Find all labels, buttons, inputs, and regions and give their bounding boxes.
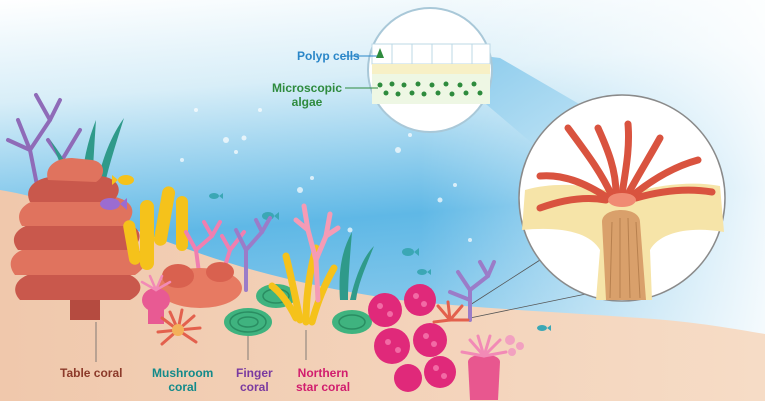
finger-text-line2: coral bbox=[239, 380, 269, 394]
pink-sea-fan bbox=[293, 203, 341, 303]
yellow-fish bbox=[112, 175, 134, 185]
orange-polyp-cluster bbox=[432, 300, 470, 324]
mushroom-text-line2: coral bbox=[168, 380, 198, 394]
microscopic-algae-label: Microscopic algae bbox=[272, 81, 342, 109]
sand-floor bbox=[0, 190, 765, 401]
table-coral-label: Table coral bbox=[60, 366, 122, 380]
polyp-closeup-inset bbox=[518, 94, 726, 302]
finger-text-line1: Finger bbox=[236, 366, 273, 380]
mushroom-coral bbox=[224, 284, 372, 336]
table-coral-text: Table coral bbox=[60, 366, 123, 380]
algae-text-line1: Microscopic bbox=[272, 81, 343, 95]
finger-coral bbox=[268, 244, 338, 326]
mushroom-text-line1: Mushroom bbox=[152, 366, 214, 380]
pink-anemone-right bbox=[460, 334, 508, 400]
yellow-tube-coral bbox=[123, 186, 188, 270]
northern-text-line1: Northern bbox=[297, 366, 349, 380]
connector-line-top bbox=[469, 259, 541, 306]
algae-text-line2: algae bbox=[291, 95, 323, 109]
microscope-inset bbox=[345, 7, 493, 133]
purple-fish bbox=[100, 198, 127, 210]
green-seaweed-middle bbox=[339, 232, 374, 300]
purple-branch-coral bbox=[234, 216, 272, 292]
pink-tufts-right bbox=[505, 335, 524, 356]
purple-sea-fan-right bbox=[448, 260, 496, 322]
northern-star-coral bbox=[368, 284, 456, 392]
pink-anemone-left bbox=[140, 274, 172, 324]
orange-coral-mound bbox=[158, 262, 242, 308]
northern-star-coral-label: Northern star coral bbox=[296, 366, 350, 394]
polyp-cells-label: Polyp cells bbox=[297, 49, 360, 63]
northern-text-line2: star coral bbox=[296, 380, 351, 394]
bubbles bbox=[180, 108, 472, 242]
label-pointers bbox=[95, 322, 307, 362]
polyp-cells-text: Polyp cells bbox=[297, 49, 360, 63]
mushroom-coral-label: Mushroom coral bbox=[152, 366, 213, 394]
finger-coral-label: Finger coral bbox=[236, 366, 273, 394]
orange-anemone bbox=[156, 308, 202, 346]
